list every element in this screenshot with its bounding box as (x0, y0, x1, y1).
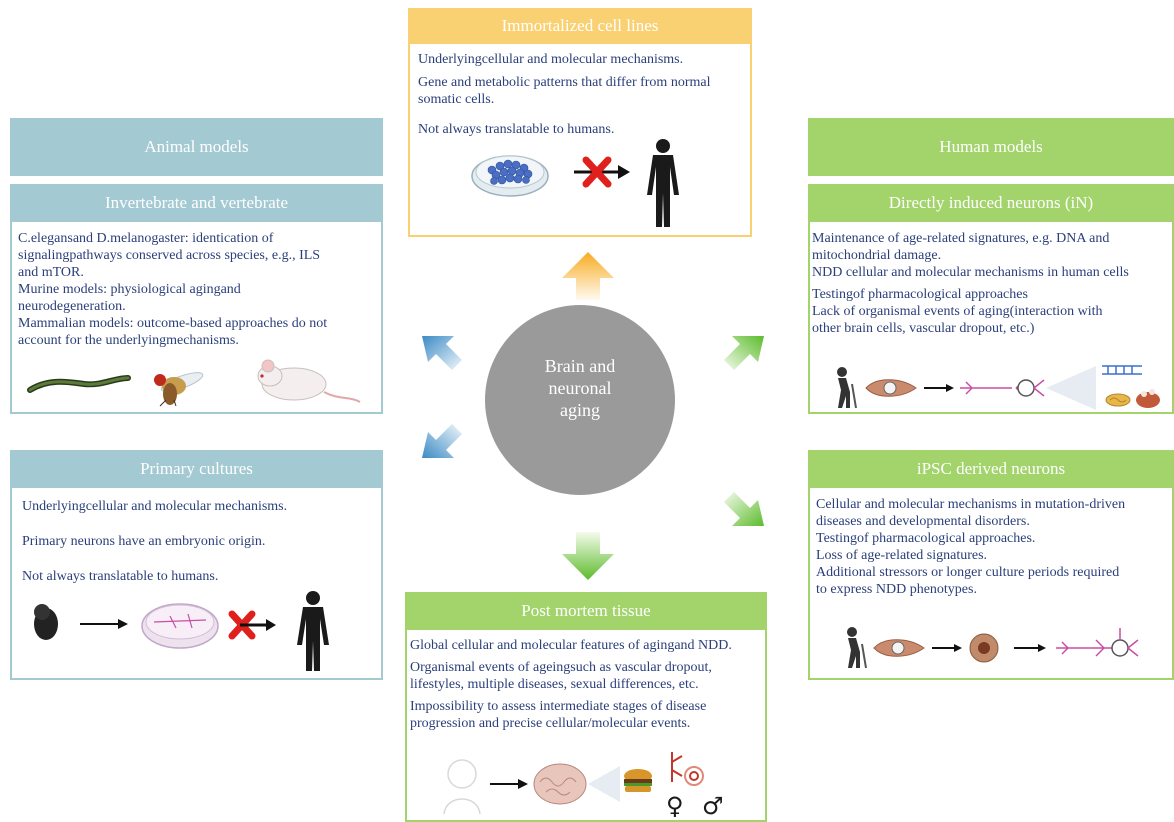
text-line: Lack of organismal events of aging(inter… (812, 304, 1103, 319)
text-line: Underlyingcellular and molecular mechani… (22, 499, 288, 514)
text-line: signalingpathways conserved across speci… (18, 248, 321, 263)
embryo-icon (34, 604, 58, 640)
human-models-title: Human models (808, 118, 1174, 176)
induced-neurons-text: Maintenance of age-related signatures, e… (812, 230, 1174, 337)
text-line: neurodegeneration. (18, 299, 126, 314)
ipsc-text: Cellular and molecular mechanisms in mut… (816, 496, 1174, 598)
arrow-icon (80, 619, 128, 629)
ipsc-illustration (847, 627, 1139, 669)
text-line: somatic cells. (418, 92, 495, 107)
text-line: Impossibility to assess intermediate sta… (410, 699, 707, 714)
postmortem-text: Global cellular and molecular features o… (410, 637, 767, 732)
fibroblast-icon (865, 379, 917, 397)
text-line: Gene and metabolic patterns that differ … (418, 75, 711, 90)
culture-dish-icon (141, 603, 219, 649)
arrow-upright-icon (724, 336, 764, 370)
animal-models-title: Animal models (10, 118, 383, 176)
human-silhouette-icon (647, 139, 679, 227)
arrow-downleft-icon (422, 424, 462, 458)
text-line: Testingof pharmacological approaches. (816, 531, 1036, 546)
animal-illustration (27, 359, 361, 407)
text-line: Organismal events of ageingsuch as vascu… (410, 660, 712, 675)
text-line: C.elegansand D.melanogaster: identicatio… (18, 231, 274, 246)
fibroblast-icon (873, 639, 925, 657)
text-line: and mTOR. (18, 265, 84, 280)
text-line: Primary neurons have an embryonic origin… (22, 534, 266, 549)
worm-icon (27, 375, 131, 393)
elderly-person-icon (847, 627, 867, 669)
primary-illustration (34, 591, 329, 671)
arrow-upleft-icon (422, 336, 462, 370)
mitochondria-icon (1105, 393, 1131, 407)
induced-neurons-title: Directly induced neurons (iN) (808, 184, 1174, 222)
neuron-icon (960, 379, 1045, 397)
neuron-icon (1056, 628, 1139, 657)
arrow-up-icon (562, 252, 614, 300)
burger-icon (624, 769, 652, 792)
immortalized-illustration (471, 139, 679, 227)
arrow-icon (490, 779, 528, 789)
center-label-line: Brain and (544, 356, 616, 376)
dna-icon (1102, 365, 1142, 375)
text-line: lifestyles, multiple diseases, sexual di… (410, 677, 699, 692)
red-cross-icon (582, 156, 612, 188)
text-line: Additional stressors or longer culture p… (816, 565, 1120, 580)
elderly-person-icon (837, 367, 857, 409)
magnification-cone (1046, 366, 1096, 410)
text-line: mitochondrial damage. (812, 248, 942, 263)
petri-dish-icon (471, 155, 549, 197)
induced-neurons-illustration (837, 365, 1160, 410)
center-label: Brain and neuronal aging (485, 355, 675, 421)
text-line: Mammalian models: outcome-based approach… (18, 316, 328, 331)
arrow-down-icon (562, 532, 614, 580)
primary-text: Underlyingcellular and molecular mechani… (22, 498, 377, 585)
ipsc-title: iPSC derived neurons (808, 450, 1174, 488)
brain-icon (533, 763, 587, 805)
arrow-icon (924, 384, 954, 392)
center-label-line: aging (560, 400, 600, 420)
arrow-icon (932, 644, 962, 652)
text-line: Underlyingcellular and molecular mechani… (418, 52, 684, 67)
center-circle (485, 305, 675, 495)
text-line: Loss of age-related signatures. (816, 548, 988, 563)
mouse-icon (257, 359, 361, 403)
text-line: Global cellular and molecular features o… (410, 638, 732, 653)
center-label-line: neuronal (548, 378, 612, 398)
invertebrate-text: C.elegansand D.melanogaster: identicatio… (18, 230, 383, 349)
immortalized-title: Immortalized cell lines (408, 8, 752, 44)
induced-neurons-box (808, 184, 1174, 414)
damaged-cell-icon (1136, 389, 1160, 408)
postmortem-illustration: ♀ ♂ (443, 752, 724, 820)
immortalized-text: Underlyingcellular and molecular mechani… (418, 51, 748, 138)
text-line: account for the underlyingmechanisms. (18, 333, 239, 348)
human-head-icon (443, 759, 481, 815)
arrow-downright-icon (724, 492, 764, 526)
primary-title: Primary cultures (10, 450, 383, 488)
text-line: progression and precise cellular/molecul… (410, 716, 691, 731)
text-line: diseases and developmental disorders. (816, 514, 1030, 529)
text-line: Murine models: physiological agingand (18, 282, 241, 297)
male-symbol: ♂ (702, 792, 724, 820)
arrow-icon (1014, 644, 1046, 652)
invertebrate-title: Invertebrate and vertebrate (10, 184, 383, 222)
text-line: Cellular and molecular mechanisms in mut… (816, 497, 1126, 512)
human-silhouette-icon (297, 591, 329, 671)
postmortem-title: Post mortem tissue (405, 592, 767, 630)
magnification-cone (588, 766, 620, 802)
fly-icon (154, 372, 204, 407)
stem-cell-icon (969, 633, 999, 663)
immortalized-box (408, 8, 752, 237)
text-line: Not always translatable to humans. (418, 122, 615, 137)
text-line: Not always translatable to humans. (22, 569, 219, 584)
text-line: other brain cells, vascular dropout, etc… (812, 321, 1035, 336)
arrow-icon (240, 619, 276, 631)
blood-vessel-icon (671, 752, 704, 786)
text-line: Maintenance of age-related signatures, e… (812, 231, 1110, 246)
text-line: NDD cellular and molecular mechanisms in… (812, 265, 1129, 280)
text-line: to express NDD phenotypes. (816, 582, 977, 597)
text-line: Testingof pharmacological approaches (812, 287, 1028, 302)
female-symbol: ♀ (666, 792, 684, 820)
